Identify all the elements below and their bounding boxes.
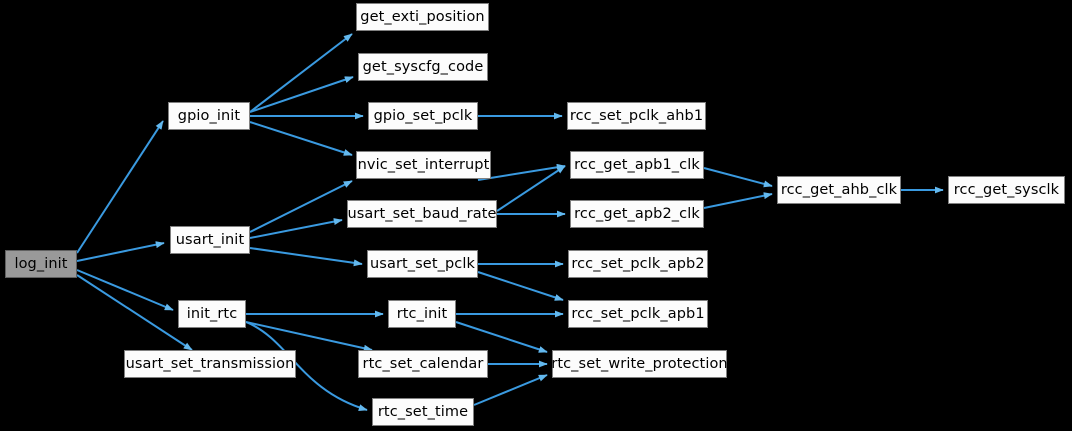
edge-usart_init-to-usart_set_baud_rate (249, 218, 343, 239)
edge-log_init-to-usart_set_transmission (76, 274, 193, 351)
node-rcc_set_pclk_apb2[interactable]: rcc_set_pclk_apb2 (568, 250, 708, 278)
node-rcc_set_pclk_ahb1[interactable]: rcc_set_pclk_ahb1 (567, 102, 706, 130)
node-label-usart_set_transmission: usart_set_transmission (125, 355, 295, 372)
edge-init_rtc-to-rtc_set_calendar (245, 321, 373, 352)
edge-gpio_init-to-get_syscfg_code (249, 76, 354, 113)
node-usart_set_pclk[interactable]: usart_set_pclk (367, 250, 478, 278)
edge-log_init-to-gpio_init (76, 120, 164, 254)
node-gpio_init[interactable]: gpio_init (168, 102, 250, 130)
edge-usart_set_baud_rate-to-rcc_get_apb1_clk (496, 165, 566, 212)
edge-rcc_get_apb2_clk-to-rcc_get_ahb_clk (703, 192, 773, 209)
node-usart_set_transmission[interactable]: usart_set_transmission (124, 350, 296, 378)
node-label-nvic_set_interrupt: nvic_set_interrupt (357, 156, 490, 173)
node-label-gpio_init: gpio_init (177, 107, 241, 124)
edge-usart_init-to-nvic_set_interrupt (249, 180, 353, 233)
node-rcc_get_apb2_clk[interactable]: rcc_get_apb2_clk (570, 200, 704, 228)
edge-init_rtc-to-rtc_set_time (245, 321, 368, 412)
node-init_rtc[interactable]: init_rtc (178, 300, 246, 328)
node-label-rtc_init: rtc_init (396, 305, 448, 322)
node-nvic_set_interrupt[interactable]: nvic_set_interrupt (356, 151, 491, 179)
edge-group (76, 33, 944, 412)
node-label-log_init: log_init (14, 255, 68, 272)
node-get_exti_position[interactable]: get_exti_position (356, 3, 489, 31)
edge-rtc_init-to-rtc_set_write_protection (455, 321, 548, 353)
edge-usart_set_pclk-to-rcc_set_pclk_apb1 (477, 271, 564, 301)
node-label-get_exti_position: get_exti_position (360, 8, 485, 25)
edge-usart_init-to-usart_set_pclk (249, 247, 363, 267)
node-log_init[interactable]: log_init (5, 250, 77, 278)
node-rcc_get_sysclk[interactable]: rcc_get_sysclk (948, 176, 1065, 204)
edge-log_init-to-usart_init (76, 241, 165, 262)
node-label-gpio_set_pclk: gpio_set_pclk (373, 107, 473, 124)
edge-log_init-to-init_rtc (76, 269, 174, 311)
edge-gpio_init-to-get_exti_position (249, 33, 353, 113)
node-rcc_get_apb1_clk[interactable]: rcc_get_apb1_clk (570, 151, 704, 179)
node-usart_set_baud_rate[interactable]: usart_set_baud_rate (347, 200, 497, 228)
node-rtc_set_write_protection[interactable]: rtc_set_write_protection (551, 350, 728, 378)
node-rcc_get_ahb_clk[interactable]: rcc_get_ahb_clk (777, 176, 901, 204)
edge-nvic_set_interrupt-to-rcc_get_apb1_clk (477, 163, 566, 181)
node-label-rtc_set_calendar: rtc_set_calendar (362, 355, 484, 372)
node-get_syscfg_code[interactable]: get_syscfg_code (358, 53, 488, 81)
node-label-rcc_get_ahb_clk: rcc_get_ahb_clk (780, 181, 898, 198)
node-label-rcc_set_pclk_apb2: rcc_set_pclk_apb2 (571, 255, 705, 272)
node-label-usart_set_baud_rate: usart_set_baud_rate (347, 205, 497, 222)
node-label-rtc_set_write_protection: rtc_set_write_protection (551, 355, 728, 372)
node-label-rcc_get_apb2_clk: rcc_get_apb2_clk (574, 205, 700, 222)
node-label-init_rtc: init_rtc (186, 305, 238, 322)
node-rtc_set_time[interactable]: rtc_set_time (372, 398, 474, 426)
edge-rtc_set_time-to-rtc_set_write_protection (473, 374, 548, 406)
node-rtc_init[interactable]: rtc_init (388, 300, 456, 328)
node-label-rcc_get_apb1_clk: rcc_get_apb1_clk (574, 156, 700, 173)
edge-gpio_init-to-nvic_set_interrupt (249, 121, 353, 156)
node-rtc_set_calendar[interactable]: rtc_set_calendar (358, 350, 488, 378)
node-label-rcc_set_pclk_apb1: rcc_set_pclk_apb1 (571, 305, 705, 322)
node-gpio_set_pclk[interactable]: gpio_set_pclk (368, 102, 478, 130)
node-label-rcc_get_sysclk: rcc_get_sysclk (953, 181, 1060, 198)
node-rcc_set_pclk_apb1[interactable]: rcc_set_pclk_apb1 (568, 300, 708, 328)
edge-rcc_get_apb1_clk-to-rcc_get_ahb_clk (703, 167, 773, 188)
node-label-usart_set_pclk: usart_set_pclk (370, 255, 475, 272)
node-label-rtc_set_time: rtc_set_time (377, 403, 469, 420)
node-label-rcc_set_pclk_ahb1: rcc_set_pclk_ahb1 (569, 107, 704, 124)
node-label-usart_init: usart_init (175, 231, 245, 248)
node-usart_init[interactable]: usart_init (170, 226, 250, 254)
node-label-get_syscfg_code: get_syscfg_code (362, 58, 484, 75)
